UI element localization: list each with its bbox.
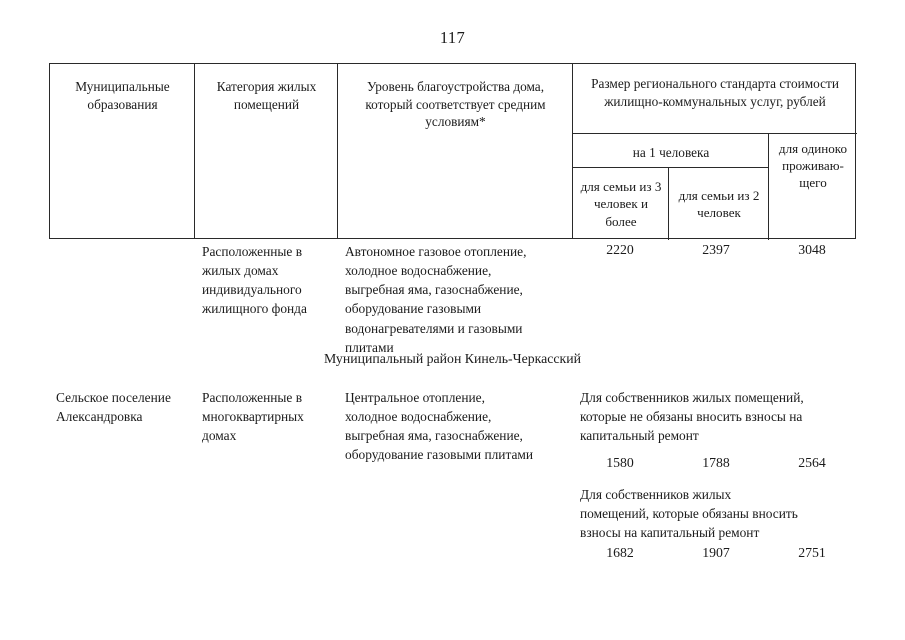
- row2-note-obliged: Для собственников жилых помещений, котор…: [580, 487, 798, 541]
- table-divider-vertical: [194, 64, 195, 238]
- page-number: 117: [439, 28, 466, 47]
- table-divider-horizontal: [572, 167, 768, 168]
- row1-value-family2: 2397: [702, 242, 730, 257]
- section-heading-kinel-cherkassky: Муниципальный район Кинель-Черкасский: [324, 351, 581, 366]
- row2-municipality: Сельское поселение Александровка: [56, 390, 171, 425]
- row2-values-a: 1580 1788 2564: [572, 455, 860, 475]
- table-divider-vertical: [668, 168, 669, 240]
- row2b-value-family3: 1682: [606, 545, 634, 560]
- header-per-one-person: на 1 человека: [632, 145, 710, 160]
- header-standard-size: Размер регионального стандарта стоимости…: [591, 76, 839, 109]
- row2-values-b: 1682 1907 2751: [572, 545, 860, 565]
- table-divider-horizontal: [572, 133, 857, 134]
- row2-note-not-obliged: Для собственников жилых помещений, котор…: [580, 390, 804, 444]
- row2a-value-family3: 1580: [606, 455, 634, 470]
- row2b-value-family2: 1907: [702, 545, 730, 560]
- row2-level: Центральное отопление, холодное водоснаб…: [345, 390, 534, 463]
- row2a-value-alone: 2564: [798, 455, 826, 470]
- header-family-of-3-or-more: для семьи из 3 человек и более: [580, 179, 662, 229]
- row2-category: Расположенные в многоквартирных домах: [202, 390, 304, 444]
- header-level: Уровень благоустройства дома, который со…: [365, 79, 546, 130]
- table-divider-vertical: [768, 134, 769, 240]
- header-municipalities: Муниципальные образования: [75, 79, 170, 112]
- header-category: Категория жилых помещений: [216, 79, 317, 112]
- row1-value-family3: 2220: [606, 242, 634, 257]
- row1-value-alone: 3048: [798, 242, 826, 257]
- table-divider-vertical: [337, 64, 338, 238]
- row2a-value-family2: 1788: [702, 455, 730, 470]
- row1-level: Автономное газовое отопление, холодное в…: [345, 244, 527, 355]
- header-single-occupant: для одиноко проживаю- щего: [778, 141, 848, 191]
- row1-category: Расположенные в жилых домах индивидуальн…: [202, 244, 307, 317]
- table-header: Муниципальные образования Категория жилы…: [49, 63, 857, 240]
- row1-values: 2220 2397 3048: [572, 242, 860, 262]
- row2b-value-alone: 2751: [798, 545, 826, 560]
- table-divider-vertical: [572, 64, 573, 238]
- header-family-of-2: для семьи из 2 человек: [678, 188, 760, 221]
